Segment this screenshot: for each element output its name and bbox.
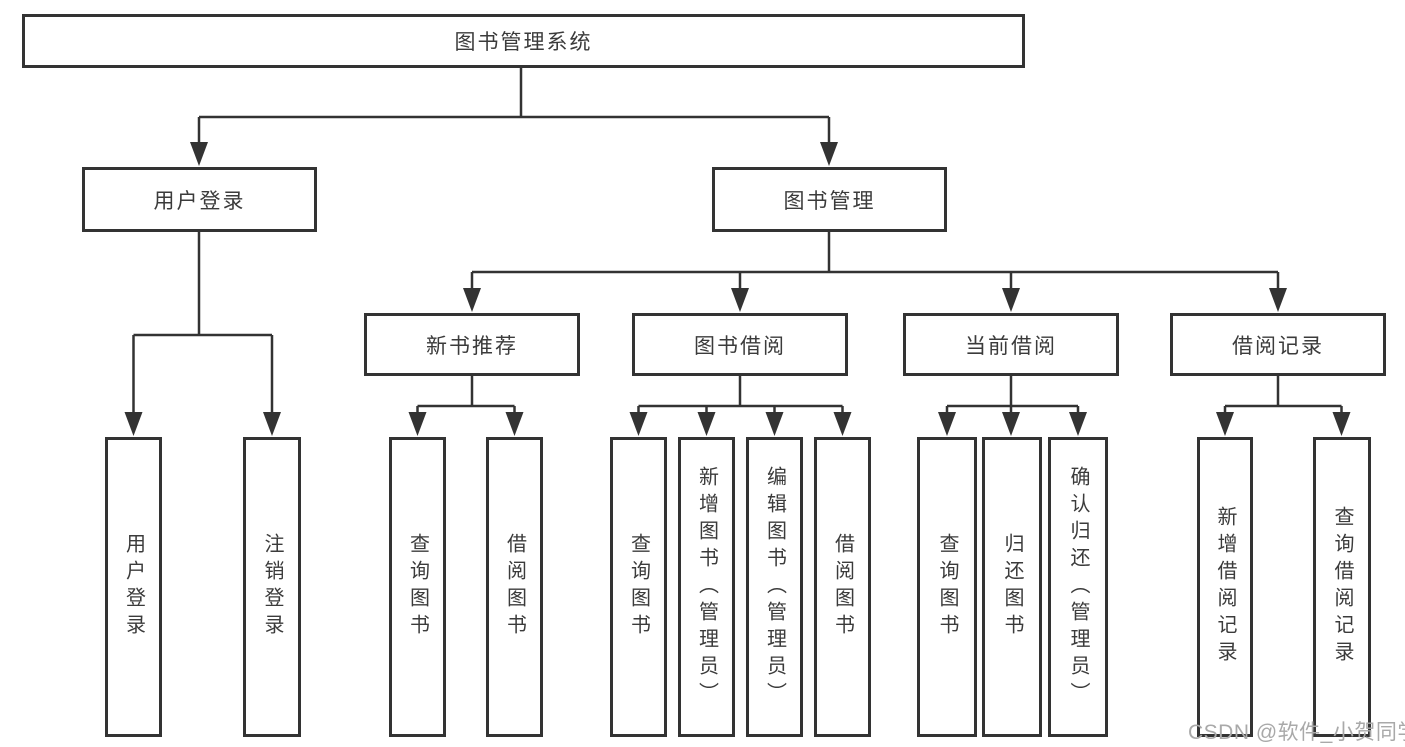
node-label: 图书借阅 <box>694 334 786 358</box>
node-book-borrow: 图书借阅 <box>632 313 848 376</box>
leaf-add-book-admin: 新增图书（管理员） <box>678 437 735 737</box>
node-label: 查询图书 <box>936 533 958 641</box>
node-label: 归还图书 <box>1001 533 1023 641</box>
leaf-add-borrow-record: 新增借阅记录 <box>1197 437 1253 737</box>
node-current-borrow: 当前借阅 <box>903 313 1119 376</box>
leaf-query-books-recommend: 查询图书 <box>389 437 446 737</box>
node-label: 用户登录 <box>122 533 145 641</box>
node-user-login: 用户登录 <box>82 167 317 232</box>
node-label: 注销登录 <box>261 533 283 641</box>
leaf-borrow-books-recommend: 借阅图书 <box>486 437 543 737</box>
node-label: 图书管理系统 <box>454 31 593 54</box>
node-label: 当前借阅 <box>965 334 1057 358</box>
node-label: 新书推荐 <box>426 334 518 358</box>
node-book-management: 图书管理 <box>712 167 947 232</box>
node-label: 用户登录 <box>153 189 246 213</box>
arrowheads <box>124 142 1351 436</box>
node-label: 借阅图书 <box>831 533 854 641</box>
node-root-library-system: 图书管理系统 <box>22 14 1025 68</box>
node-label: 新增图书（管理员） <box>695 465 718 709</box>
csdn-watermark: CSDN @软件_小贺同学 <box>1188 721 1405 744</box>
leaf-query-borrow-record: 查询借阅记录 <box>1313 437 1371 737</box>
leaf-return-book: 归还图书 <box>982 437 1042 737</box>
node-label: 查询借阅记录 <box>1331 506 1353 668</box>
node-label: 图书管理 <box>783 189 876 213</box>
leaf-user-login: 用户登录 <box>105 437 162 737</box>
node-label: 查询图书 <box>406 533 429 641</box>
leaf-edit-book-admin: 编辑图书（管理员） <box>746 437 803 737</box>
node-label: 借阅记录 <box>1232 334 1324 358</box>
node-new-book-recommend: 新书推荐 <box>364 313 580 376</box>
node-label: 新增借阅记录 <box>1214 506 1236 668</box>
node-label: 确认归还（管理员） <box>1067 465 1089 709</box>
node-label: 借阅图书 <box>503 533 526 641</box>
leaf-borrow-books: 借阅图书 <box>814 437 871 737</box>
leaf-query-books-current: 查询图书 <box>917 437 977 737</box>
leaf-confirm-return-admin: 确认归还（管理员） <box>1048 437 1108 737</box>
node-label: 查询图书 <box>627 533 650 641</box>
node-borrow-records: 借阅记录 <box>1170 313 1386 376</box>
node-label: 编辑图书（管理员） <box>763 465 786 709</box>
leaf-query-books-borrow: 查询图书 <box>610 437 667 737</box>
leaf-logout: 注销登录 <box>243 437 301 737</box>
